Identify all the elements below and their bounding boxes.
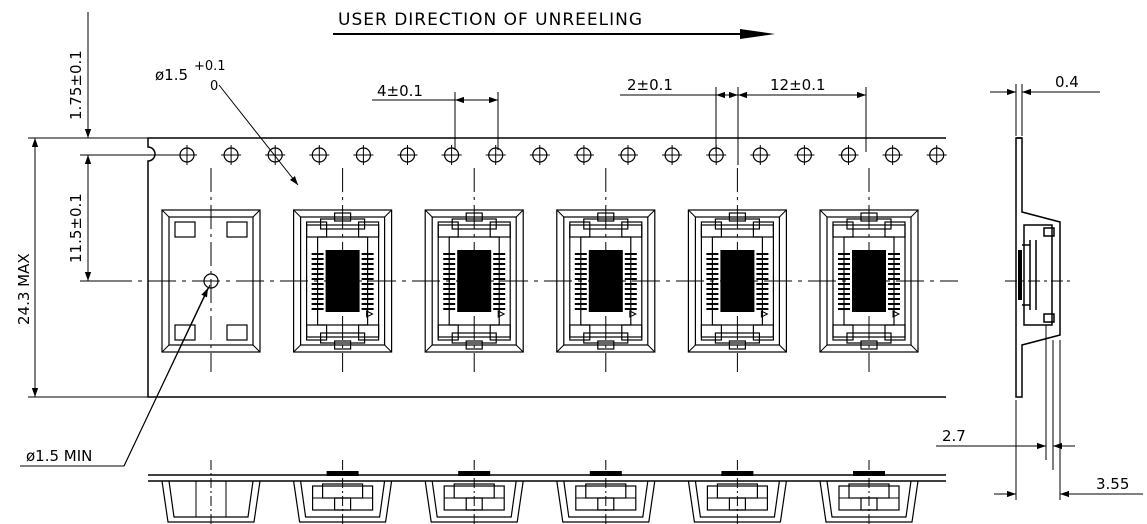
sprocket-hole	[750, 145, 771, 165]
left-vertical-dimensions	[28, 12, 180, 398]
profile-tape-line	[148, 474, 946, 482]
profile-pocket	[293, 460, 393, 524]
sprocket-hole	[485, 145, 506, 165]
svg-text:0: 0	[210, 79, 218, 94]
overall-depth-label: 3.55	[1096, 475, 1129, 493]
pocket-offset-label: 2±0.1	[627, 76, 673, 94]
sprocket-hole	[882, 145, 903, 165]
tape-thickness-label: 0.4	[1055, 73, 1079, 91]
sprocket-hole	[573, 145, 594, 165]
sprocket-hole	[265, 145, 286, 165]
hole-to-center-label: 11.5±0.1	[67, 193, 85, 263]
profile-pocket	[424, 460, 524, 524]
sprocket-hole	[353, 145, 374, 165]
pocket-pitch-label: 12±0.1	[770, 76, 826, 94]
hole-pitch-label: 4±0.1	[377, 82, 423, 100]
profile-pocket	[819, 460, 919, 524]
pocket-offset-dimension	[620, 87, 867, 165]
sprocket-hole	[309, 145, 330, 165]
unreeling-direction-title: USER DIRECTION OF UNREELING	[338, 10, 643, 30]
sprocket-hole	[662, 145, 683, 165]
tape-thickness-dimension	[990, 84, 1100, 136]
sprocket-hole	[397, 145, 418, 165]
sprocket-hole	[618, 145, 638, 165]
sprocket-hole	[441, 145, 462, 165]
svg-text:+0.1: +0.1	[194, 59, 226, 74]
pocket-centerlines	[210, 168, 870, 372]
sprocket-hole-row	[177, 145, 947, 165]
carrier-tape-body	[147, 137, 946, 398]
svg-text:ø1.5: ø1.5	[155, 66, 188, 84]
edge-to-hole-label: 1.75±0.1	[67, 50, 85, 120]
sprocket-hole	[221, 145, 242, 165]
sprocket-hole	[529, 145, 550, 165]
pocket-hole-dimension	[20, 284, 211, 467]
hole-pitch-dimension	[372, 92, 499, 150]
unreeling-direction-arrow	[333, 29, 775, 39]
side-profile-view	[161, 460, 919, 524]
sprocket-hole	[926, 145, 947, 165]
profile-pocket	[687, 460, 787, 524]
pocket-hole-label: ø1.5 MIN	[26, 447, 92, 465]
profile-pocket	[161, 460, 261, 524]
sprocket-hole	[794, 145, 815, 165]
pocket-depth-dimension	[936, 325, 1075, 500]
tape-width-label: 24.3 MAX	[15, 253, 33, 325]
pocket-row	[161, 209, 919, 353]
side-view-tape	[1015, 137, 1061, 398]
hole-dia-dimension: ø1.5 +0.1 0	[155, 59, 299, 186]
profile-pocket	[556, 460, 656, 524]
sprocket-hole	[838, 145, 859, 165]
pocket-depth-label: 2.7	[942, 427, 966, 445]
